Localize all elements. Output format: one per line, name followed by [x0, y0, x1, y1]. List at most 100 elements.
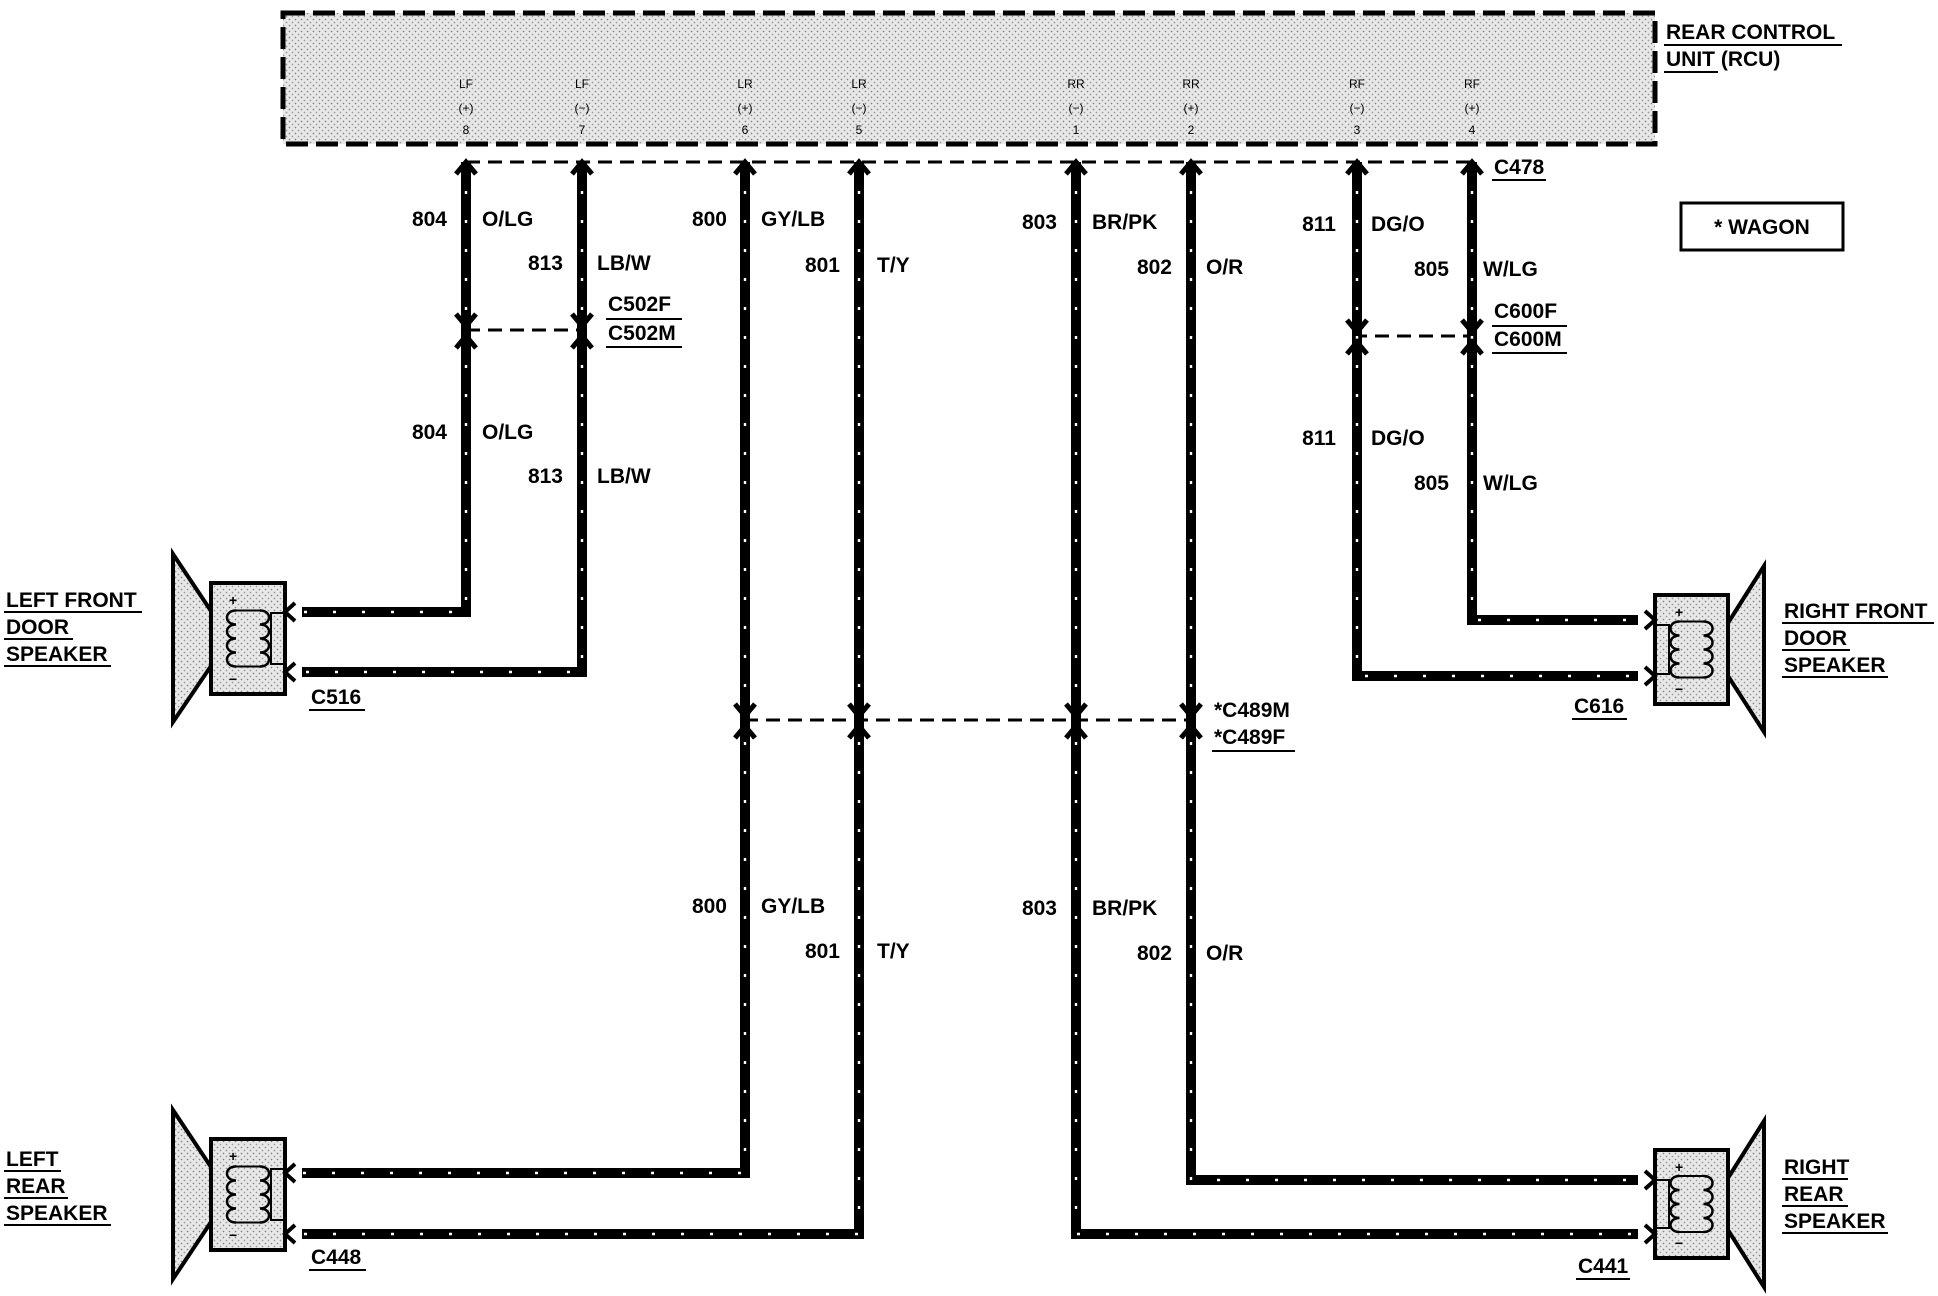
rcu-pin-7: RF(−)3: [1349, 77, 1365, 137]
left-front-label-1: LEFT FRONT: [6, 589, 137, 612]
rcu-pin-number: 4: [1469, 123, 1476, 137]
wire-811: [1352, 162, 1638, 681]
color-801-top: T/Y: [877, 254, 910, 277]
rcu-pin-number: 7: [579, 123, 586, 137]
rcu-pin-polarity: (+): [459, 101, 474, 115]
connector-pins: [454, 158, 1484, 740]
rcu-pin-name: LR: [851, 77, 867, 91]
right-rear-label-3: SPEAKER: [1784, 1210, 1886, 1233]
c489-male-pin-1: [733, 702, 757, 720]
circuit-804-mid: 804: [412, 421, 447, 444]
rcu-pin-2: LF (−) 7: [575, 77, 590, 137]
left-rear-label-2: REAR: [6, 1175, 66, 1198]
c600-female-pin-1: [1345, 318, 1369, 336]
color-811-mid: DG/O: [1371, 427, 1425, 450]
color-800-bottom: GY/LB: [761, 895, 825, 918]
connector-c478: C478: [1494, 156, 1545, 179]
color-801-bottom: T/Y: [877, 940, 910, 963]
rcu-title-line-1: REAR CONTROL: [1666, 21, 1835, 44]
connector-c600f: C600F: [1494, 300, 1557, 323]
circuit-800-top: 800: [692, 208, 727, 231]
connector-c600m: C600M: [1494, 328, 1562, 351]
speaker-labels: LEFT FRONT DOOR SPEAKER RIGHT FRONT DOOR…: [4, 589, 1934, 1234]
rcu-pin-number: 2: [1188, 123, 1195, 137]
connector-c489f: *C489F: [1214, 726, 1285, 749]
right-front-speaker: +−: [1643, 559, 1766, 739]
left-front-speaker: +−: [171, 547, 297, 729]
wire-802: [1186, 162, 1638, 1185]
rcu-pin-8: RF(+)4: [1464, 77, 1480, 137]
legend-text: * WAGON: [1714, 216, 1810, 239]
circuit-813-top: 813: [528, 252, 563, 275]
connector-c502f: C502F: [608, 293, 671, 316]
wire-804: [302, 162, 471, 617]
color-802-top: O/R: [1206, 256, 1243, 279]
circuit-813-mid: 813: [528, 465, 563, 488]
rcu-pin-polarity: (+): [1465, 101, 1480, 115]
c502-female-pin-1: [454, 312, 478, 330]
speaker-minus-mark: −: [1675, 681, 1683, 697]
c489-male-pin-2: [847, 702, 871, 720]
rcu-pin-number: 8: [463, 123, 470, 137]
c478-pin-2: [570, 158, 594, 176]
c478-pin-4: [847, 158, 871, 176]
speaker-minus-mark: −: [1675, 1235, 1683, 1251]
rcu-pin-name: RR: [1182, 77, 1200, 91]
rcu-pin-name: RR: [1067, 77, 1085, 91]
c478-pin-3: [733, 158, 757, 176]
rcu-pin-name: LF: [575, 77, 589, 91]
left-front-label-2: DOOR: [6, 616, 69, 639]
wire-805: [1467, 162, 1638, 625]
right-front-label-2: DOOR: [1784, 627, 1847, 650]
left-front-label-3: SPEAKER: [6, 643, 108, 666]
wire-801: [302, 162, 864, 1239]
wire-labels: 804 O/LG 813 LB/W 804 O/LG 813 LB/W 800 …: [412, 208, 1538, 965]
circuit-811-mid: 811: [1302, 427, 1336, 450]
left-rear-speaker: +−: [171, 1103, 297, 1286]
rcu-pin-polarity: (+): [738, 101, 753, 115]
wire-803: [1071, 162, 1638, 1239]
connector-c516: C516: [311, 686, 361, 709]
c489-female-pin-4: [1179, 722, 1203, 740]
color-805-top: W/LG: [1483, 258, 1538, 281]
rcu-pin-polarity: (−): [575, 101, 590, 115]
speakers: +−+−+−+−: [171, 547, 1766, 1294]
circuit-801-bottom: 801: [805, 940, 840, 963]
rcu-pin-name: LF: [459, 77, 473, 91]
connector-lines: [466, 160, 1473, 722]
c478-pin-5: [1064, 158, 1088, 176]
circuit-805-mid: 805: [1414, 472, 1449, 495]
circuit-802-bottom: 802: [1137, 942, 1172, 965]
c478-pin-1: [454, 158, 478, 176]
circuit-803-top: 803: [1022, 211, 1057, 234]
rcu-pin-name: LR: [737, 77, 753, 91]
rcu-pin-6: RR (+) 2: [1182, 77, 1200, 137]
rcu-pin-polarity: (+): [1184, 101, 1199, 115]
rcu-pin-name: RF: [1349, 77, 1365, 91]
legend-box: * WAGON: [1679, 201, 1845, 252]
color-802-bottom: O/R: [1206, 942, 1243, 965]
rcu-title-line-2: UNIT (RCU): [1666, 48, 1780, 71]
c600-male-pin-1: [1345, 338, 1369, 356]
color-813-mid: LB/W: [597, 465, 651, 488]
speaker-plus-mark: +: [229, 1148, 237, 1164]
right-front-label-1: RIGHT FRONT: [1784, 600, 1928, 623]
c489-male-pin-4: [1179, 702, 1203, 720]
left-rear-label-3: SPEAKER: [6, 1202, 108, 1225]
c600-female-pin-2: [1460, 318, 1484, 336]
c489-female-pin-1: [733, 722, 757, 740]
circuit-811-top: 811: [1302, 213, 1336, 236]
rcu-pin-number: 3: [1354, 123, 1361, 137]
rcu-pin-5: RR(−)1: [1067, 77, 1085, 137]
rcu-pin-1: LF (+) 8: [459, 77, 474, 137]
speaker-plus-mark: +: [229, 592, 237, 608]
c478-pin-7: [1345, 158, 1369, 176]
c502-male-pin-2: [570, 332, 594, 350]
rcu-box: [280, 10, 1658, 147]
rcu-pin-4: LR(−)5: [851, 77, 867, 137]
wire-813: [302, 162, 587, 677]
left-rear-label-1: LEFT: [6, 1148, 59, 1171]
rcu-pin-3: LR(+)6: [737, 77, 753, 137]
rcu-pin-polarity: (−): [852, 101, 867, 115]
